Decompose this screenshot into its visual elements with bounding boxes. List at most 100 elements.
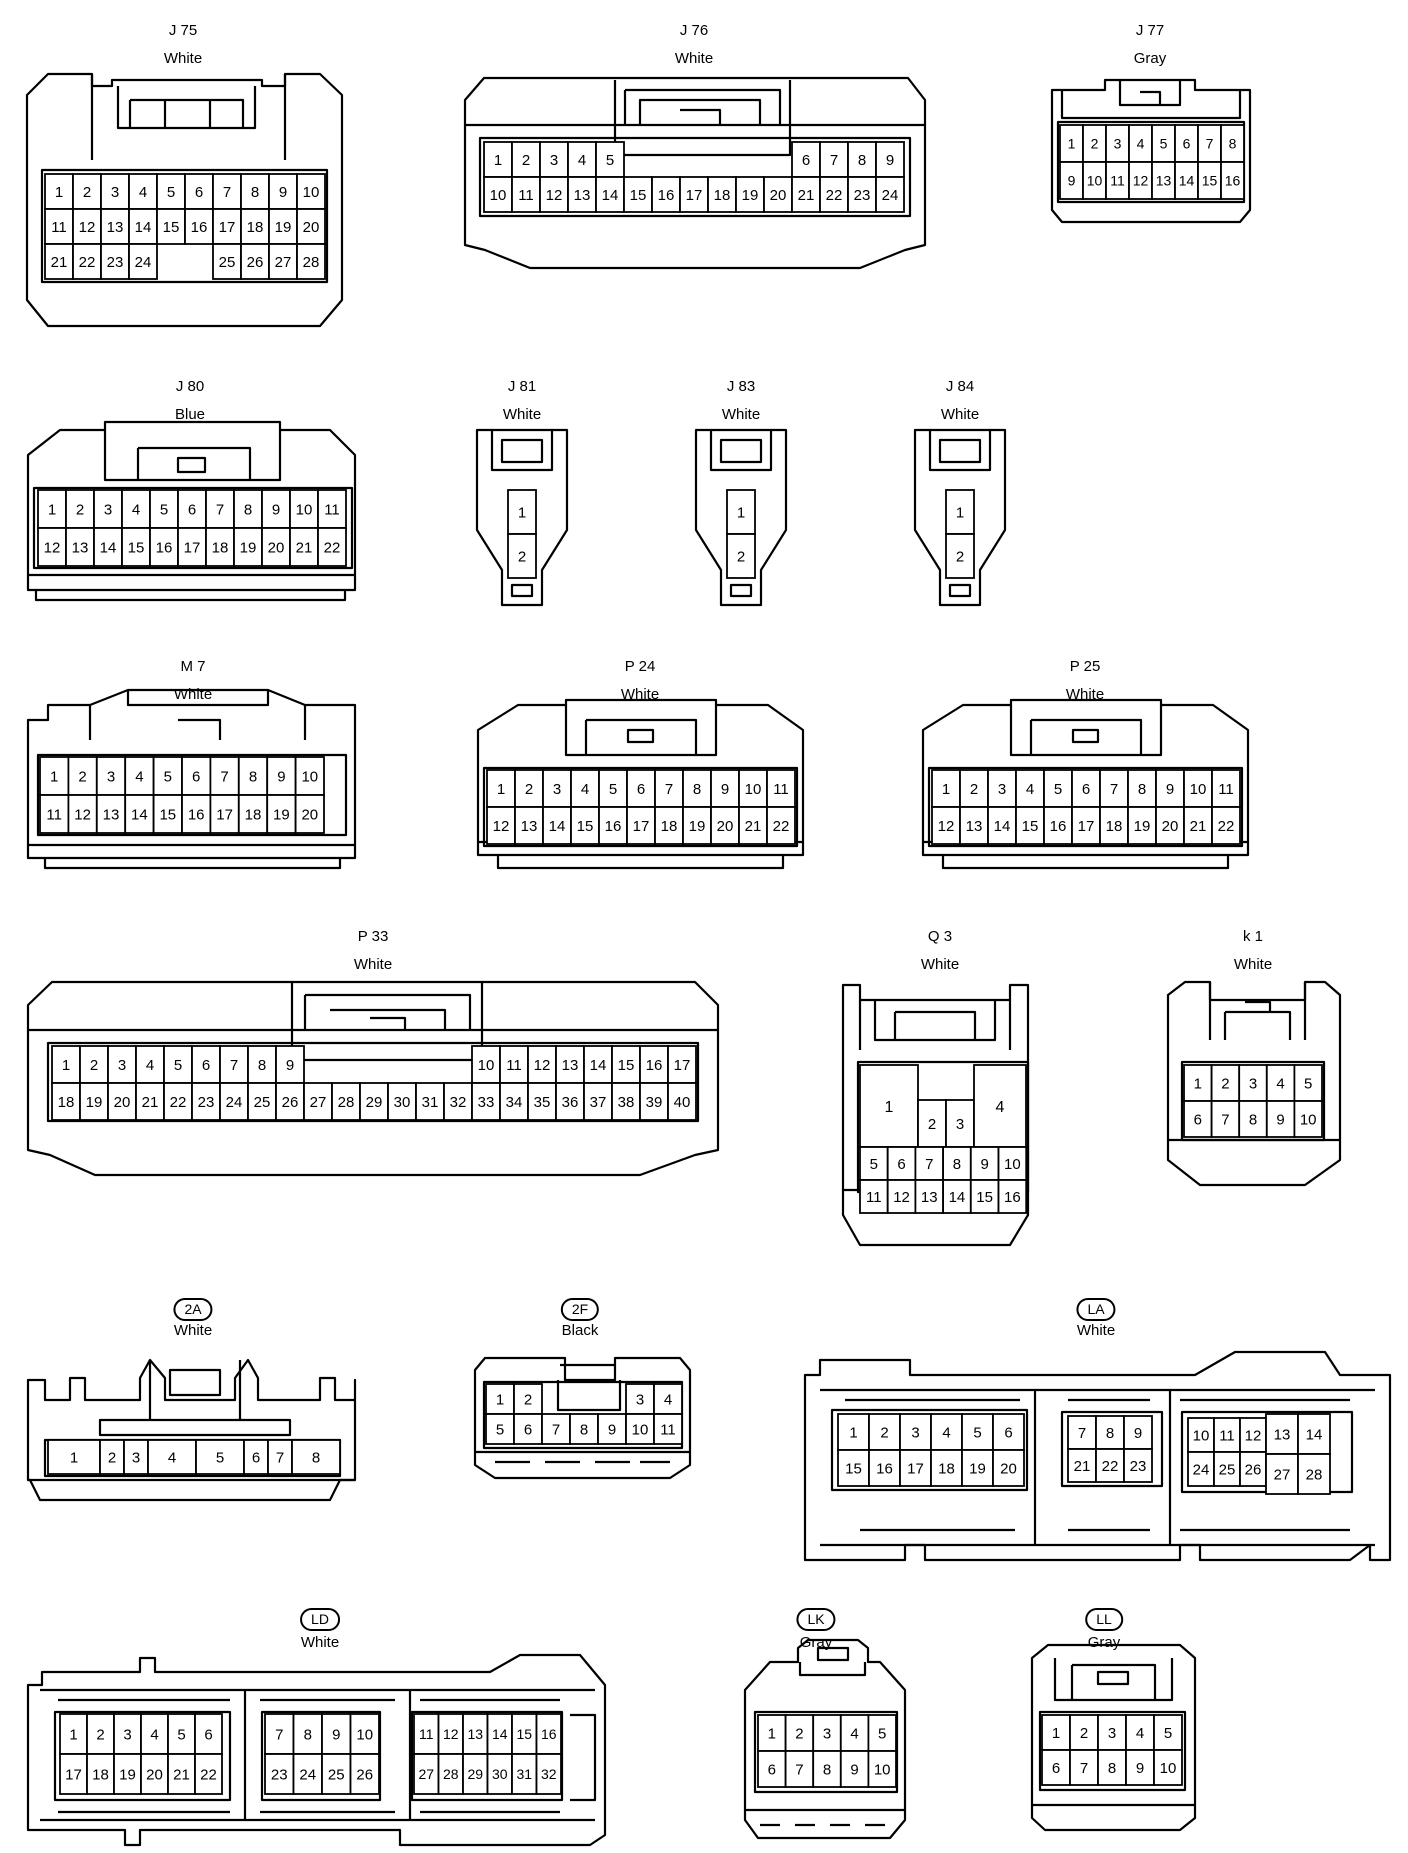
pin-cell xyxy=(969,1179,1000,1214)
pin-cell xyxy=(1123,1415,1153,1450)
pin-number: 6 xyxy=(1052,1760,1060,1777)
pin-cell xyxy=(511,1753,538,1795)
pin-number: 1 xyxy=(942,781,950,798)
pin-number: 13 xyxy=(562,1057,579,1074)
pin-cell xyxy=(1293,1064,1323,1102)
pin-cell xyxy=(639,1082,669,1121)
pin-number: 25 xyxy=(254,1094,271,1111)
pin-number: 15 xyxy=(976,1189,993,1206)
pin-number: 12 xyxy=(44,539,61,556)
pin-number: 4 xyxy=(139,184,147,201)
pin-number: 23 xyxy=(198,1094,215,1111)
pin-cell xyxy=(483,176,513,213)
pin-field-frame xyxy=(927,766,1244,848)
pin-number: 34 xyxy=(506,1094,523,1111)
pin-number: 4 xyxy=(942,1424,950,1441)
pin-number: 4 xyxy=(146,1057,154,1074)
connector-color: White xyxy=(173,1322,213,1339)
pin-number: 15 xyxy=(128,539,145,556)
pin-number: 10 xyxy=(478,1057,495,1074)
pin-cell xyxy=(875,141,905,178)
pin-cell xyxy=(415,1082,445,1121)
pin-number: 39 xyxy=(646,1094,663,1111)
pin-cell xyxy=(194,1713,223,1755)
pin-number: 10 xyxy=(490,187,507,204)
pin-cell xyxy=(194,1753,223,1795)
pin-number: 7 xyxy=(1206,136,1214,152)
pin-number: 3 xyxy=(636,1391,644,1408)
housing-outline xyxy=(28,430,355,602)
pin-cell xyxy=(59,1753,88,1795)
pin-number: 12 xyxy=(1133,173,1149,189)
pin-cell xyxy=(1067,1448,1097,1483)
pin-number: 32 xyxy=(541,1766,557,1782)
pin-number: 9 xyxy=(272,501,280,518)
connector-code: J 80 xyxy=(175,378,205,395)
pin-number: 2 xyxy=(970,781,978,798)
pin-number: 10 xyxy=(1193,1427,1210,1444)
pin-number: 8 xyxy=(823,1761,831,1778)
pin-number: 14 xyxy=(549,818,566,835)
pin-number: 9 xyxy=(1276,1111,1284,1128)
pin-number: 22 xyxy=(1218,818,1235,835)
pin-cell xyxy=(219,1082,249,1121)
pin-number: 13 xyxy=(1156,173,1172,189)
pin-number: 7 xyxy=(216,501,224,518)
pin-number: 1 xyxy=(518,504,526,521)
pin-cell xyxy=(875,176,905,213)
connector-code: k 1 xyxy=(1242,928,1264,945)
pin-cell xyxy=(128,243,158,280)
pin-number: 7 xyxy=(220,768,228,785)
pin-cell xyxy=(195,1439,245,1475)
pin-number: 27 xyxy=(418,1766,434,1782)
pin-number: 18 xyxy=(212,539,229,556)
pin-number: 10 xyxy=(1300,1111,1317,1128)
pin-number: 11 xyxy=(773,781,789,798)
pin-cell xyxy=(240,173,270,210)
connector-color: White xyxy=(173,686,213,703)
pin-cell xyxy=(738,806,768,845)
pin-field-frame xyxy=(478,136,912,218)
housing-outline xyxy=(28,690,355,870)
pin-cell xyxy=(667,1082,697,1121)
pin-cell xyxy=(167,1753,196,1795)
pin-field-frame xyxy=(40,168,329,284)
pin-cell xyxy=(152,756,183,796)
pin-number: 6 xyxy=(802,152,810,169)
pin-number: 3 xyxy=(553,781,561,798)
connector-color: White xyxy=(940,406,980,423)
pin-number: 11 xyxy=(660,1421,676,1438)
pin-number: 6 xyxy=(1082,781,1090,798)
pin-number: 7 xyxy=(275,1726,283,1743)
pin-cell xyxy=(184,208,214,245)
pin-number: 15 xyxy=(159,806,176,823)
pin-number: 2 xyxy=(96,1726,104,1743)
pin-cell xyxy=(486,806,516,845)
housing-outline xyxy=(709,430,773,598)
pin-number: 14 xyxy=(1306,1426,1323,1443)
pin-number: 2 xyxy=(522,152,530,169)
pin-number: 3 xyxy=(823,1725,831,1742)
pin-number: 1 xyxy=(885,1099,894,1116)
housing-outline xyxy=(90,74,287,160)
pin-number: 21 xyxy=(173,1766,190,1783)
pin-number: 1 xyxy=(956,504,964,521)
pin-cell xyxy=(267,1439,293,1475)
pin-number: 10 xyxy=(1087,173,1103,189)
pin-cell xyxy=(595,141,625,178)
pin-cell xyxy=(149,489,179,529)
connector-color: Gray xyxy=(799,1634,833,1651)
pin-cell xyxy=(513,1383,543,1415)
housing-outline xyxy=(694,428,788,607)
pin-cell xyxy=(567,141,597,178)
pin-number: 24 xyxy=(1193,1461,1210,1478)
connector-code: J 83 xyxy=(726,378,756,395)
pin-field-frame xyxy=(753,1710,899,1794)
pin-cell xyxy=(735,176,765,213)
pin-number: 9 xyxy=(1068,173,1076,189)
pin-cell xyxy=(569,1413,599,1445)
pin-cell xyxy=(443,1082,473,1121)
pin-number: 16 xyxy=(646,1057,663,1074)
pin-cell xyxy=(294,756,325,796)
housing-outline xyxy=(28,1360,355,1482)
